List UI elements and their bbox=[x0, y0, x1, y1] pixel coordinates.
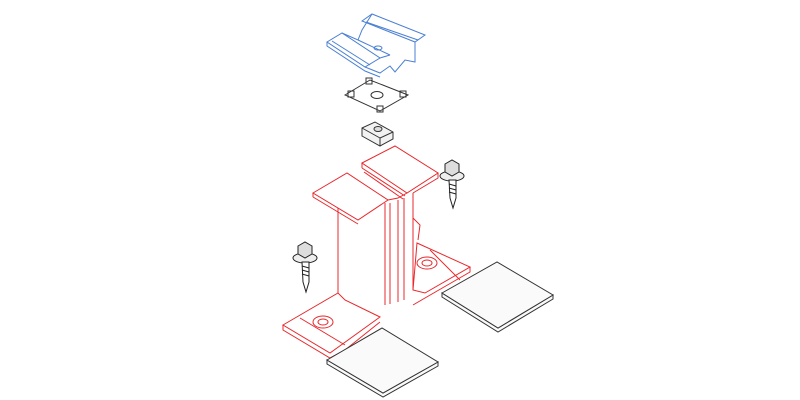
slot-nut bbox=[361, 121, 394, 147]
rail-clamp bbox=[326, 13, 427, 78]
sealing-pad-back bbox=[441, 261, 554, 333]
mounting-bracket bbox=[282, 145, 472, 359]
gasket-plate bbox=[343, 77, 410, 113]
self-drilling-screw-right bbox=[439, 159, 465, 210]
sealing-pad-front bbox=[326, 327, 439, 398]
self-drilling-screw-left bbox=[292, 241, 318, 294]
